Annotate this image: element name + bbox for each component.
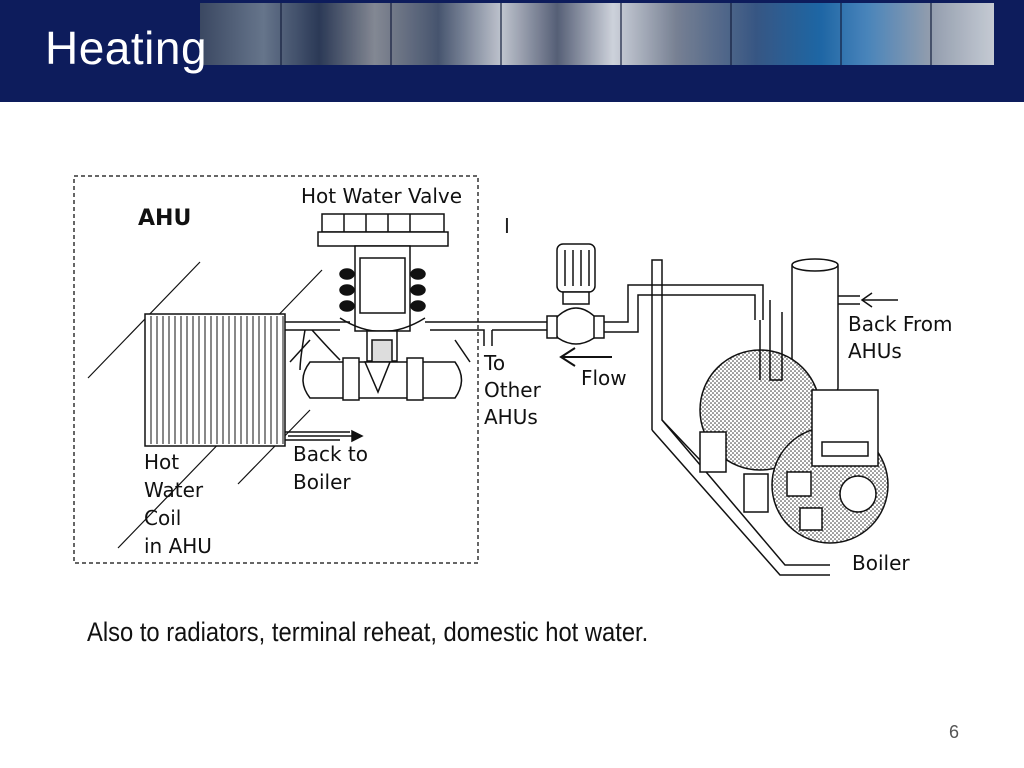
pipe-marker: I — [504, 214, 510, 238]
boiler — [699, 258, 889, 544]
header-photo-strip — [200, 3, 994, 65]
coil-label: Hot Water Coil in AHU — [144, 450, 212, 558]
back-from-ahus-line-2: AHUs — [848, 339, 902, 363]
ahu-label: AHU — [138, 206, 191, 231]
coil-label-line-3: Coil — [144, 506, 181, 530]
to-other-ahus-line-3: AHUs — [484, 405, 538, 429]
ahu-boundary — [73, 175, 479, 564]
back-from-ahus-line-1: Back From — [848, 312, 952, 336]
back-to-boiler-label: Back to Boiler — [293, 442, 374, 494]
to-other-ahus-line-1: To — [483, 351, 505, 375]
title-banner: Heating — [0, 0, 1024, 102]
slide-title: Heating — [45, 22, 208, 74]
circulator-pump — [546, 243, 605, 345]
coil-piping — [285, 321, 350, 441]
heating-diagram: AHU — [73, 175, 959, 576]
back-from-ahus-label: Back From AHUs — [848, 312, 959, 363]
back-to-boiler-line-1: Back to — [293, 442, 368, 466]
coil-label-line-2: Water — [144, 478, 204, 502]
supply-pipe — [425, 321, 550, 346]
back-to-boiler-line-2: Boiler — [293, 470, 351, 494]
to-other-ahus-label: To Other AHUs — [483, 351, 547, 429]
hot-water-valve — [289, 213, 471, 401]
to-other-ahus-line-2: Other — [484, 378, 542, 402]
valve-label: Hot Water Valve — [301, 184, 462, 208]
page-number: 6 — [949, 722, 960, 742]
coil-label-line-4: in AHU — [144, 534, 212, 558]
slide-caption: Also to radiators, terminal reheat, dome… — [87, 617, 649, 647]
coil-label-line-1: Hot — [144, 450, 179, 474]
return-pipe — [838, 292, 898, 308]
flow-arrow — [559, 347, 612, 367]
flow-label: Flow — [581, 366, 627, 390]
back-to-boiler-arrow — [288, 429, 364, 443]
hot-water-coil — [87, 261, 323, 549]
boiler-label: Boiler — [852, 551, 910, 575]
